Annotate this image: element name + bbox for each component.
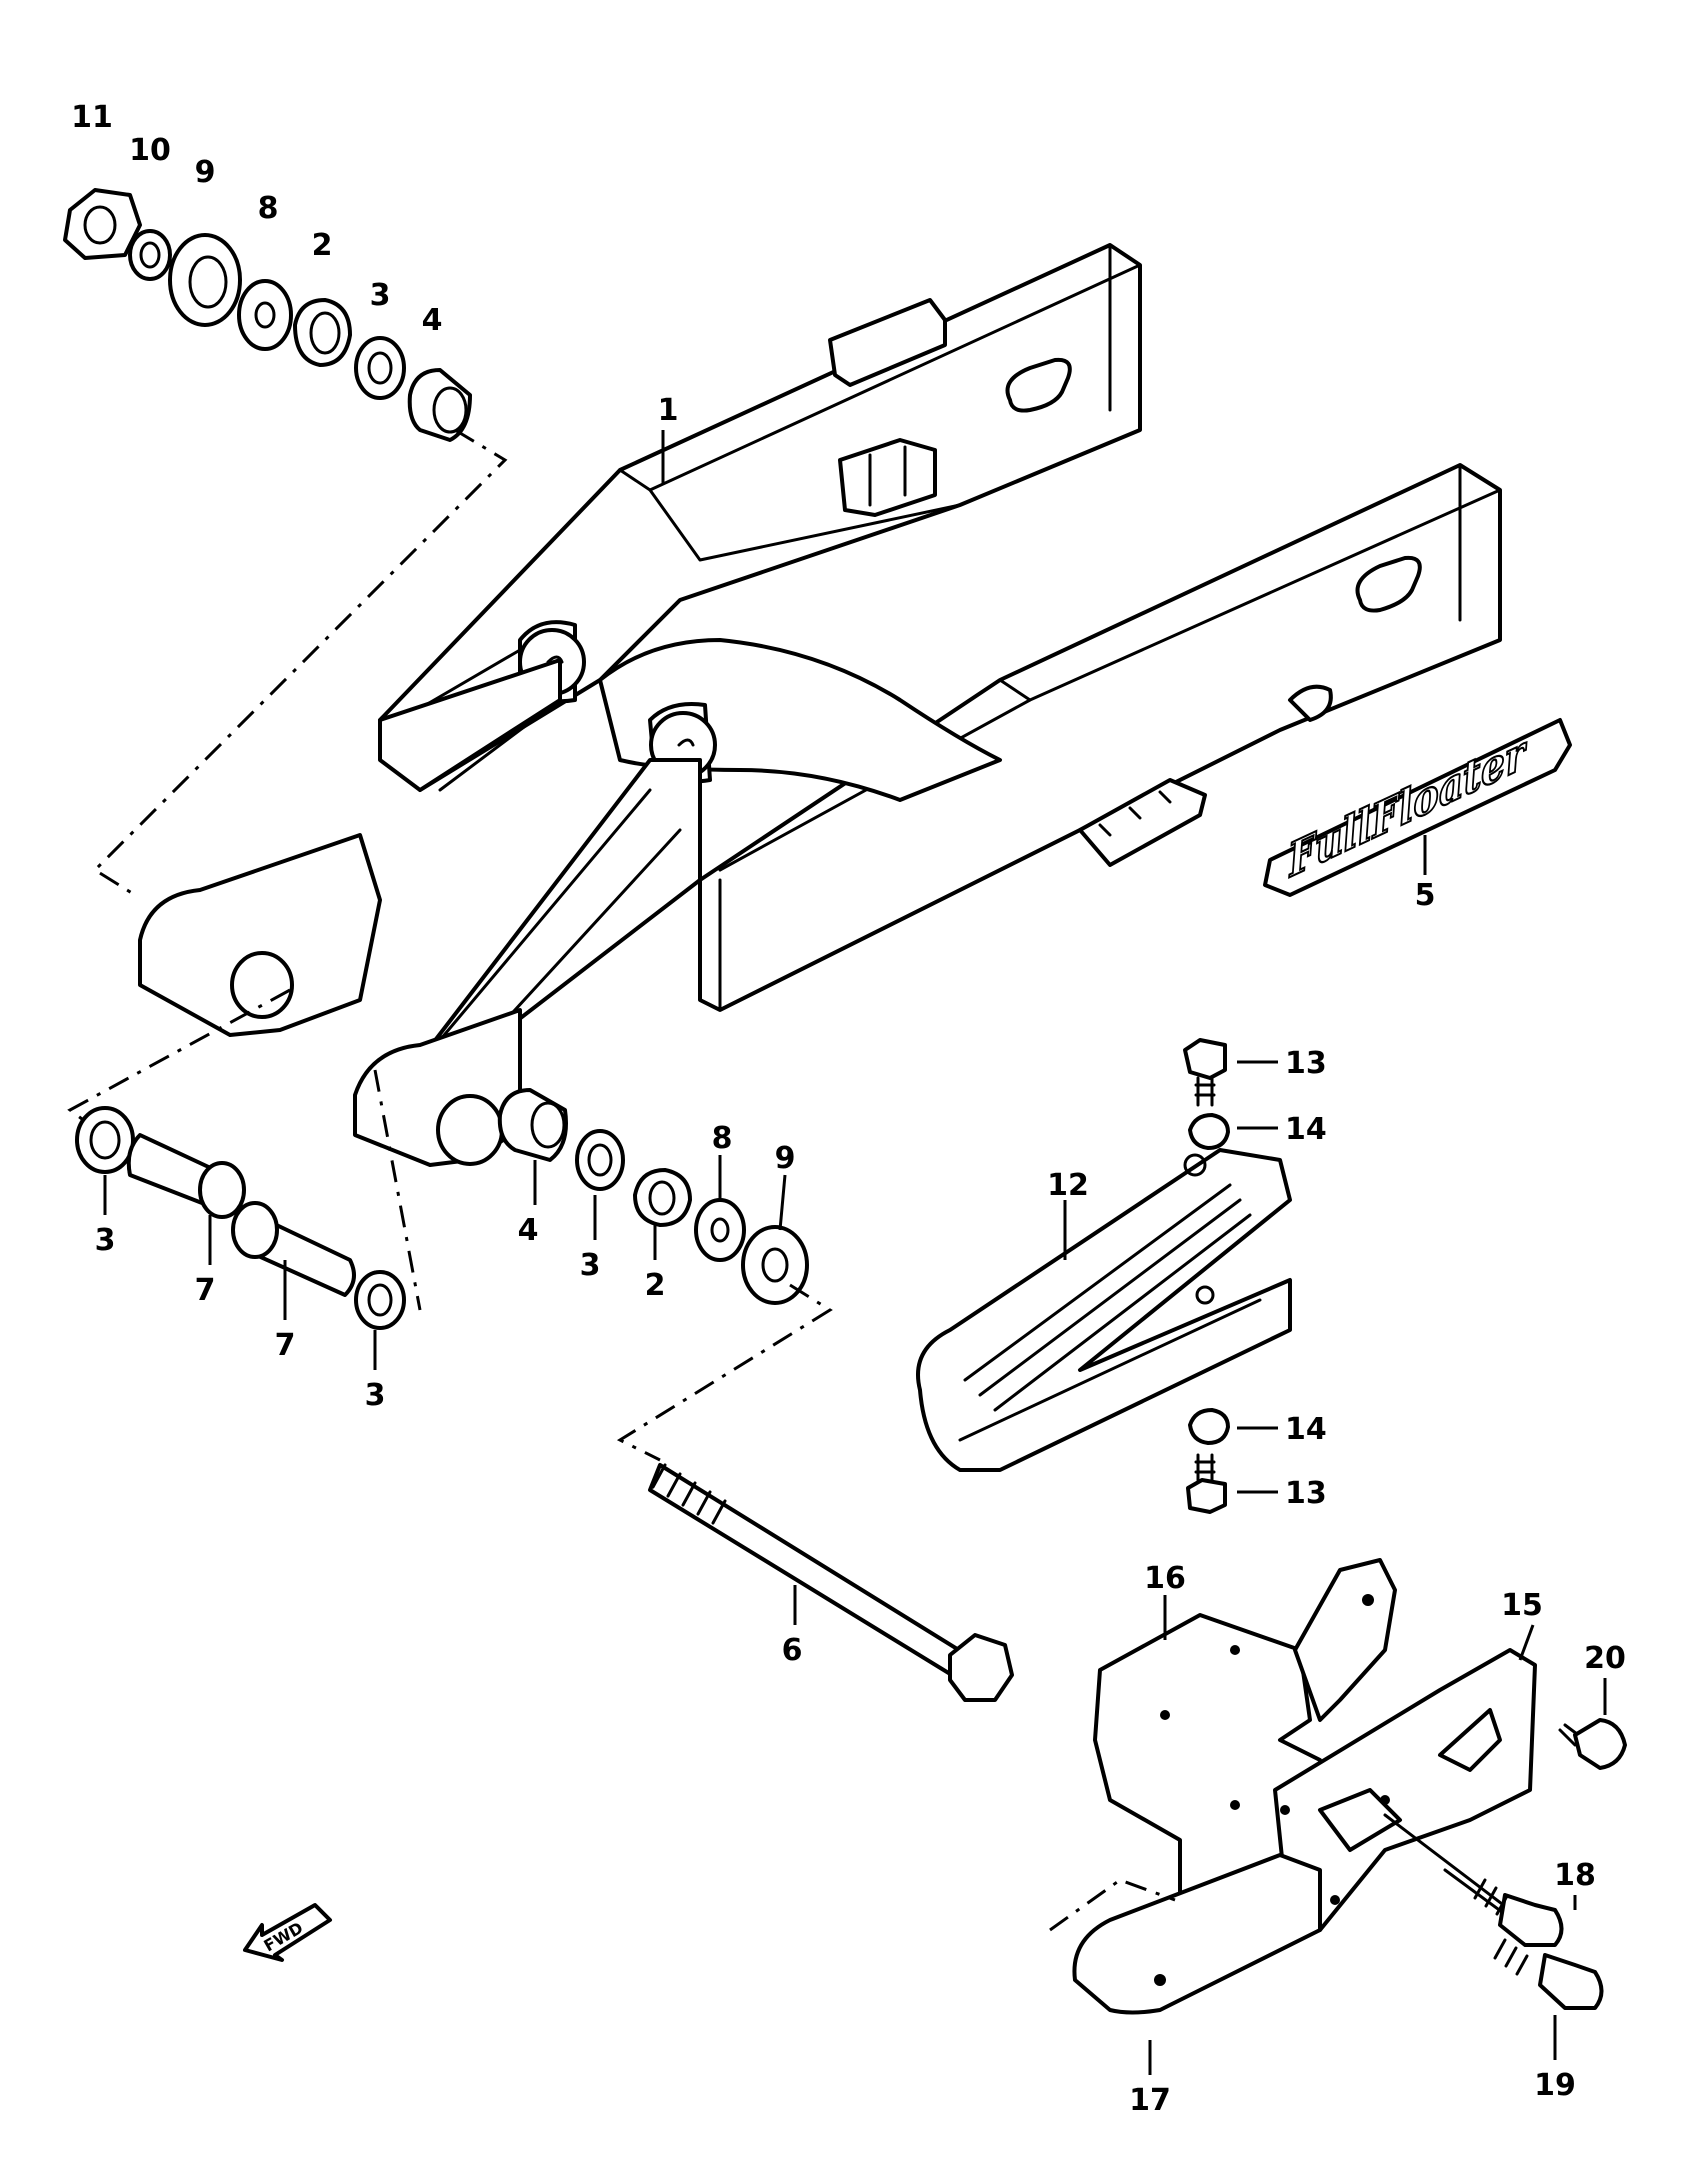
callout-3: 3: [370, 278, 391, 313]
front-arrow: FWD: [243, 1903, 332, 1962]
chain-buffer-body: [916, 1148, 1292, 1472]
callout-14b: 14: [1285, 1412, 1327, 1447]
callout-17: 17: [1129, 2083, 1171, 2118]
decal-5: FullFloater: [1263, 718, 1572, 897]
pivot-bolt-head: [948, 1633, 1014, 1702]
callout-5: 5: [1415, 878, 1436, 913]
bearing-9-upper: [168, 233, 242, 327]
bearing-4-upper: [407, 368, 472, 442]
callout-15: 15: [1501, 1588, 1543, 1623]
chain-guide-assembly: [1049, 1558, 1537, 2015]
callout-1: 1: [658, 393, 679, 428]
swingarm-upper-gusset: [378, 658, 562, 792]
seal-3-upper: [354, 336, 406, 400]
leader-lines: [103, 430, 1607, 2075]
chain-buffer-fasteners: [1183, 1038, 1230, 1514]
callout-7: 7: [195, 1273, 216, 1308]
washer-14-lower: [1188, 1408, 1230, 1445]
callout-6: 6: [782, 1633, 803, 1668]
callouts: 1 11 10 9 8 2 3 4 5 13 14 12 14 13 3 7 7…: [71, 100, 1626, 2118]
callout-20: 20: [1584, 1641, 1626, 1676]
callout-18: 18: [1554, 1858, 1596, 1893]
swingarm-upper-adjuster-slot: [1005, 357, 1072, 413]
callout-8b: 8: [712, 1121, 733, 1156]
chain-guide-bolts: [1383, 1718, 1627, 2010]
callout-4b: 4: [518, 1213, 539, 1248]
bearing-9-lower: [741, 1225, 809, 1305]
seal-3-right-lower: [354, 1270, 406, 1330]
callout-2b: 2: [645, 1268, 666, 1303]
screw-13-lower: [1186, 1478, 1227, 1514]
pivot-bolt-axis-line: [616, 1283, 833, 1462]
callout-7b: 7: [275, 1328, 296, 1363]
callout-3d: 3: [580, 1248, 601, 1283]
chain-guide-window: [1438, 1708, 1502, 1772]
decal-text: FullFloater: [1285, 724, 1530, 889]
callout-8: 8: [258, 191, 279, 226]
callout-2: 2: [312, 228, 333, 263]
bolt-20: [1573, 1718, 1627, 1770]
upper-pivot-stack: [63, 188, 508, 897]
spacer-2-lower: [633, 1168, 692, 1227]
callout-9: 9: [195, 155, 216, 190]
callout-13b: 13: [1285, 1476, 1327, 1511]
callout-16: 16: [1144, 1561, 1186, 1596]
swingarm-underside-bracket: [1078, 778, 1207, 867]
callout-12: 12: [1047, 1168, 1089, 1203]
bolt-19: [1538, 1953, 1604, 2010]
seal-3-lower: [575, 1129, 625, 1191]
seal-3-left: [75, 1106, 135, 1174]
lower-pivot-stack: [67, 988, 833, 1462]
washer-8-upper: [237, 279, 293, 351]
callout-10: 10: [129, 133, 171, 168]
callout-9b: 9: [775, 1141, 796, 1176]
swingarm-rear-tab: [1288, 684, 1333, 722]
chain-guide-bracket-15: [1293, 1558, 1397, 1722]
chain-guide-block-17: [1072, 1853, 1322, 2015]
swingarm-lower-adjuster-slot: [1355, 555, 1422, 613]
washer-10: [128, 229, 172, 281]
spacer-2-upper: [293, 298, 352, 367]
front-arrow-icon: [243, 1903, 332, 1962]
swingarm: [138, 243, 1502, 1167]
chain-guide-cutout: [1318, 1788, 1402, 1852]
callout-14: 14: [1285, 1112, 1327, 1147]
chain-buffer-12: [916, 1148, 1292, 1472]
upper-pivot-axis-line: [92, 428, 508, 897]
swingarm-upper-pivot: [138, 833, 382, 1037]
pivot-bolt-6: [648, 1463, 1014, 1702]
nut-11: [63, 188, 142, 260]
bolt-18: [1498, 1893, 1564, 1947]
washer-14-upper: [1188, 1113, 1230, 1150]
callout-11: 11: [71, 100, 113, 135]
swingarm-lower-arm: [698, 463, 1502, 1012]
callout-13: 13: [1285, 1046, 1327, 1081]
callout-4: 4: [422, 303, 443, 338]
left-pivot-axis-line: [67, 988, 291, 1127]
callout-3b: 3: [95, 1223, 116, 1258]
chain-guide-assembly-line: [1049, 1878, 1176, 1932]
swingarm-chain-guide-mount: [838, 438, 937, 517]
washer-8-lower: [694, 1198, 746, 1262]
screw-13-upper: [1183, 1038, 1227, 1080]
swingarm-upper-bracket: [828, 298, 947, 387]
callout-3c: 3: [365, 1378, 386, 1413]
decal-outline: [1263, 718, 1572, 897]
right-pivot-axis-line: [373, 1069, 422, 1311]
callout-19: 19: [1534, 2068, 1576, 2103]
